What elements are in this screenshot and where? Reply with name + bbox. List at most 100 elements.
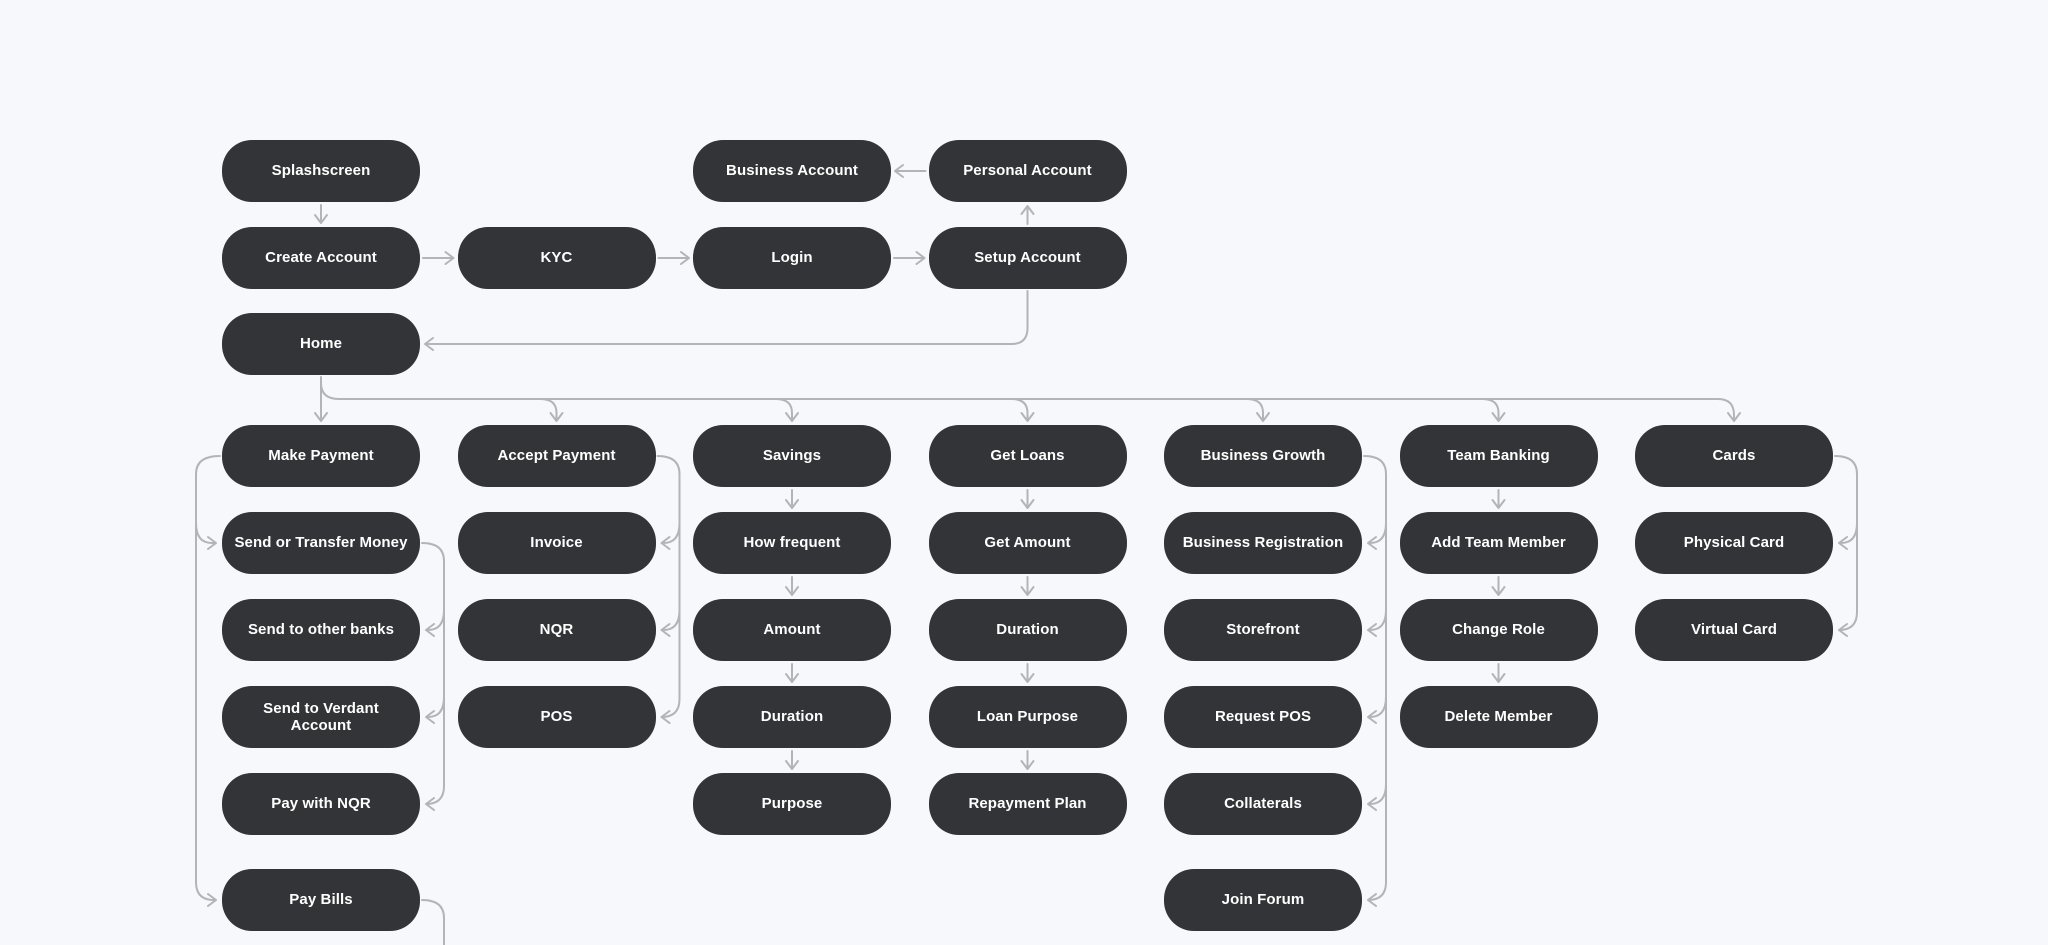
rail-branch-send-to-verdant-account — [425, 696, 445, 724]
node-business-growth[interactable]: Business Growth — [1164, 425, 1362, 487]
node-storefront[interactable]: Storefront — [1164, 599, 1362, 661]
rail-branch-send-or-transfer-money — [195, 522, 217, 550]
edge-setup-account-personal-account — [1020, 205, 1035, 225]
edge-personal-account-business-account — [894, 164, 927, 178]
fanout-rail — [320, 382, 1741, 422]
rail-branch-physical-card — [1838, 522, 1858, 550]
edge-how-frequent-amount — [785, 576, 799, 596]
node-splashscreen[interactable]: Splashscreen — [222, 140, 420, 202]
node-label: Pay Bills — [289, 891, 353, 909]
edge-savings-how-frequent — [785, 489, 799, 509]
edge-login-setup-account — [893, 251, 926, 265]
node-label: Send or Transfer Money — [234, 534, 408, 552]
edge-duration-loans-loan-purpose — [1020, 663, 1035, 683]
edge-change-role-delete-member — [1491, 663, 1506, 683]
edge-splashscreen-create-account — [314, 204, 328, 224]
node-label: Invoice — [530, 534, 583, 552]
node-repayment-plan[interactable]: Repayment Plan — [928, 773, 1127, 835]
node-amount[interactable]: Amount — [693, 599, 891, 661]
node-virtual-card[interactable]: Virtual Card — [1635, 599, 1833, 661]
node-label: Splashscreen — [271, 162, 371, 180]
node-get-amount[interactable]: Get Amount — [928, 512, 1127, 574]
node-purpose[interactable]: Purpose — [693, 773, 891, 835]
node-collaterals[interactable]: Collaterals — [1164, 773, 1362, 835]
node-label: Send to Verdant Account — [263, 699, 379, 734]
edge-home-make-payment — [314, 376, 328, 422]
node-physical-card[interactable]: Physical Card — [1635, 512, 1833, 574]
edge-create-account-kyc — [422, 251, 455, 265]
node-business-registration[interactable]: Business Registration — [1164, 512, 1362, 574]
node-label: Request POS — [1214, 708, 1312, 726]
node-label: Cards — [1712, 447, 1756, 465]
node-add-team-member[interactable]: Add Team Member — [1399, 512, 1598, 574]
node-send-to-other-banks[interactable]: Send to other banks — [222, 599, 420, 661]
node-label: Purpose — [761, 795, 823, 813]
node-label: Storefront — [1226, 621, 1300, 639]
node-kyc[interactable]: KYC — [457, 227, 656, 289]
node-pay-bills[interactable]: Pay Bills — [222, 869, 420, 931]
rail-cards — [1834, 455, 1858, 637]
node-get-loans[interactable]: Get Loans — [928, 425, 1127, 487]
node-label: Amount — [763, 621, 821, 639]
fanout-drop-get-loans — [1010, 398, 1035, 422]
edge-get-loans-get-amount — [1020, 489, 1035, 509]
node-label: Login — [771, 249, 813, 267]
node-team-banking[interactable]: Team Banking — [1399, 425, 1598, 487]
node-loan-purpose[interactable]: Loan Purpose — [928, 686, 1127, 748]
node-label: Duration — [760, 708, 824, 726]
node-create-account[interactable]: Create Account — [222, 227, 420, 289]
node-change-role[interactable]: Change Role — [1399, 599, 1598, 661]
node-personal-account[interactable]: Personal Account — [928, 140, 1127, 202]
edge-duration-savings-purpose — [785, 750, 799, 770]
node-business-account[interactable]: Business Account — [693, 140, 891, 202]
fanout-drop-team-banking — [1481, 398, 1506, 422]
node-setup-account[interactable]: Setup Account — [928, 227, 1127, 289]
node-label: Business Growth — [1200, 447, 1326, 465]
node-label: Loan Purpose — [976, 708, 1079, 726]
node-label: Send to other banks — [247, 621, 395, 639]
node-home[interactable]: Home — [222, 313, 420, 375]
node-duration-loans[interactable]: Duration — [928, 599, 1127, 661]
rail-branch-storefront — [1367, 609, 1387, 637]
edge-team-banking-add-team-member — [1491, 489, 1506, 509]
node-join-forum[interactable]: Join Forum — [1164, 869, 1362, 931]
rail-send-or-transfer-money — [421, 542, 445, 811]
node-accept-payment[interactable]: Accept Payment — [457, 425, 656, 487]
node-how-frequent[interactable]: How frequent — [693, 512, 891, 574]
node-savings[interactable]: Savings — [693, 425, 891, 487]
rail-branch-request-pos — [1367, 696, 1387, 724]
node-pos[interactable]: POS — [457, 686, 656, 748]
fanout-drop-business-growth — [1246, 398, 1270, 422]
node-send-or-transfer-money[interactable]: Send or Transfer Money — [222, 512, 420, 574]
node-label: Virtual Card — [1691, 621, 1777, 639]
edge-loan-purpose-repayment-plan — [1020, 750, 1035, 770]
node-label: NQR — [539, 621, 574, 639]
node-label: Add Team Member — [1431, 534, 1566, 552]
node-label: Home — [299, 335, 343, 353]
fanout-drop-accept-payment — [539, 398, 564, 422]
edge-kyc-login — [657, 251, 690, 265]
rail-make-payment — [195, 455, 221, 907]
node-nqr[interactable]: NQR — [457, 599, 656, 661]
node-label: Join Forum — [1221, 891, 1305, 909]
node-invoice[interactable]: Invoice — [457, 512, 656, 574]
node-login[interactable]: Login — [693, 227, 891, 289]
node-label: Team Banking — [1447, 447, 1550, 465]
node-label: Personal Account — [963, 162, 1092, 180]
node-label: Repayment Plan — [968, 795, 1087, 813]
node-request-pos[interactable]: Request POS — [1164, 686, 1362, 748]
node-label: Get Amount — [984, 534, 1071, 552]
node-label: Collaterals — [1224, 795, 1302, 813]
node-send-to-verdant-account[interactable]: Send to Verdant Account — [222, 686, 420, 748]
node-label: Change Role — [1452, 621, 1545, 639]
node-duration-savings[interactable]: Duration — [693, 686, 891, 748]
fanout-drop-savings — [775, 398, 799, 422]
node-cards[interactable]: Cards — [1635, 425, 1833, 487]
node-label: Delete Member — [1444, 708, 1553, 726]
node-make-payment[interactable]: Make Payment — [222, 425, 420, 487]
rail-branch-invoice — [660, 522, 681, 550]
node-label: Pay with NQR — [271, 795, 371, 813]
node-label: Physical Card — [1683, 534, 1785, 552]
node-delete-member[interactable]: Delete Member — [1399, 686, 1598, 748]
node-pay-with-nqr[interactable]: Pay with NQR — [222, 773, 420, 835]
